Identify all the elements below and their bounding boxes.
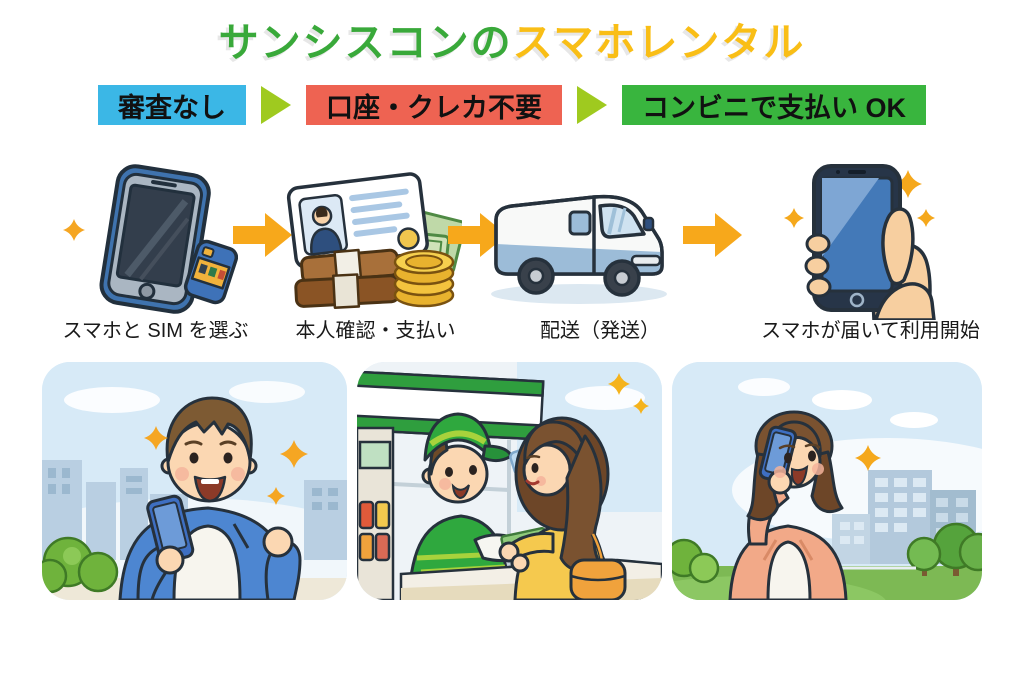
id-card-and-money-icon bbox=[286, 172, 462, 309]
benefit-badge-row: 審査なし 口座・クレカ不要 コンビニで支払い OK bbox=[0, 84, 1024, 126]
park-scene-illustration bbox=[672, 362, 982, 600]
badge-no-screening: 審査なし bbox=[97, 85, 246, 125]
flow-arrow-icon bbox=[233, 213, 292, 257]
convenience-store-payment-scene bbox=[357, 362, 662, 600]
phone-in-hand bbox=[146, 494, 195, 564]
man-scene-illustration bbox=[42, 362, 347, 600]
flow-arrow-icon bbox=[683, 213, 742, 257]
woman-calling-outdoors-scene bbox=[672, 362, 982, 600]
store-scene-illustration bbox=[357, 362, 662, 600]
store-shelf bbox=[357, 426, 395, 600]
chevron-right-icon bbox=[260, 86, 291, 124]
trees bbox=[672, 522, 982, 584]
page-title-service: スマホレンタル bbox=[512, 21, 806, 65]
sparkle-icon bbox=[608, 373, 649, 414]
badge-no-bank-card: 口座・クレカ不要 bbox=[305, 85, 562, 125]
step-label-start-using: スマホが届いて利用開始 bbox=[761, 320, 980, 342]
man-happy-with-new-phone-city-scene bbox=[42, 362, 347, 600]
step-label-identity-payment: 本人確認・支払い bbox=[295, 320, 456, 342]
smartphone-and-sim-icon bbox=[63, 164, 238, 314]
page-title: サンシスコンのスマホレンタル bbox=[0, 10, 1024, 68]
chevron-right-icon bbox=[576, 86, 607, 124]
page-title-brand: サンシスコンの bbox=[218, 21, 513, 65]
delivery-van-icon bbox=[491, 194, 667, 304]
sparkle-icon bbox=[144, 426, 308, 505]
customer-woman-figure bbox=[498, 416, 627, 600]
sparkle-icon bbox=[855, 445, 881, 471]
step-label-choose-phone-sim: スマホと SIM を選ぶ bbox=[62, 320, 249, 342]
hand-holding-phone-icon bbox=[784, 164, 936, 320]
flow-arrow-icon bbox=[448, 213, 507, 257]
man-figure bbox=[118, 396, 302, 600]
step-label-delivery: 配送（発送） bbox=[540, 320, 660, 342]
badge-convenience-store-ok: コンビニで支払い OK bbox=[621, 85, 926, 125]
